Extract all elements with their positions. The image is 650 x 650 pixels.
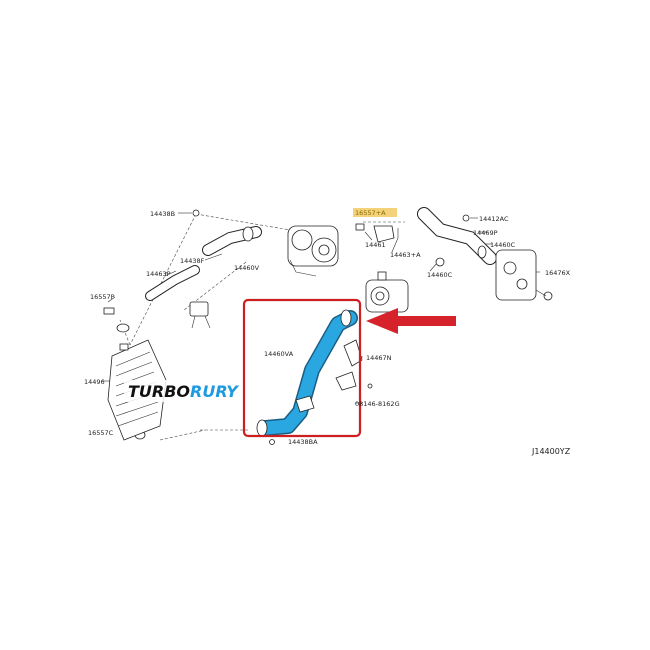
label-16476X: 16476X (545, 269, 571, 277)
label-bolt: 08146-8162G (355, 400, 400, 408)
watermark-part1: TURBO (128, 382, 190, 401)
label-14438F: 14438F (180, 257, 205, 265)
label-14438B: 14438B (150, 210, 175, 218)
bracket-16557A (355, 223, 399, 243)
throttle-body (365, 271, 409, 313)
label-14461: 14461 (365, 241, 386, 249)
label-14467N: 14467N (366, 354, 392, 362)
pointer-arrow (366, 308, 456, 334)
label-14463A: 14463+A (390, 251, 421, 259)
label-14469P: 14469P (473, 229, 498, 237)
label-14463P: 14463P (146, 270, 171, 278)
label-16557P: 16557P (90, 293, 115, 301)
label-highlight (353, 208, 397, 217)
label-14438BA: 14438BA (288, 438, 318, 446)
manifold-right (495, 249, 553, 301)
label-14496: 14496 (84, 378, 105, 386)
label-16557C: 16557C (88, 429, 114, 437)
turbocharger (287, 225, 339, 277)
watermark-part2: RURY (190, 382, 239, 401)
charge-pipe-highlight (259, 311, 357, 435)
label-16557A: 16557+A (355, 209, 386, 217)
upper-hose (145, 226, 262, 329)
label-14460VA: 14460VA (264, 350, 294, 358)
diagram-code: J14400YZ (531, 447, 571, 456)
highlight-box (242, 298, 362, 438)
label-14412AC: 14412AC (479, 215, 509, 223)
label-14460C-mid: 14460C (427, 271, 453, 279)
label-14460V: 14460V (234, 264, 260, 272)
label-14460C-right: 14460C (490, 241, 516, 249)
highlighted-hose (256, 309, 363, 437)
watermark-logo: TURBORURY (124, 380, 239, 402)
intake-pipe-right (417, 207, 497, 267)
svg-text:TURBORURY: TURBORURY (128, 382, 239, 401)
